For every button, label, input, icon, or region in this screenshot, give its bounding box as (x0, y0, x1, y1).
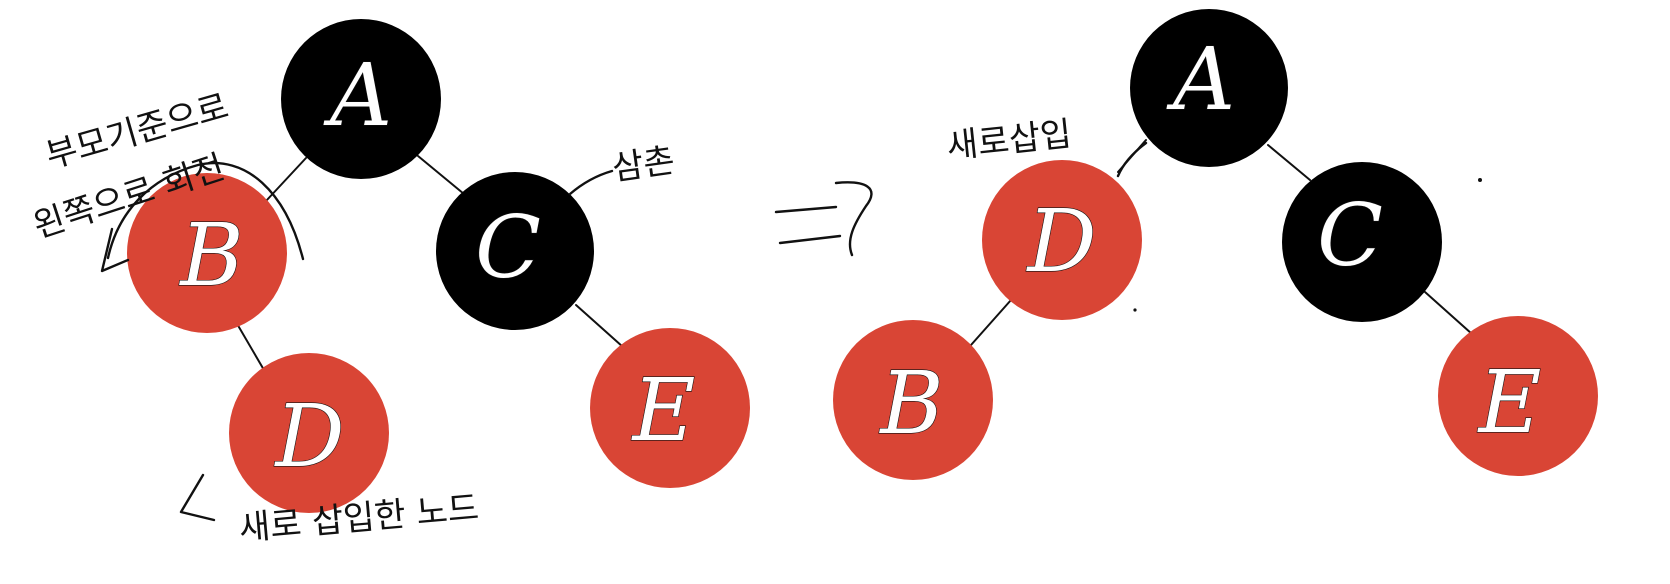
left-node-c-circle (436, 172, 594, 330)
left-node-a: A (281, 19, 441, 179)
left-node-c: C (436, 172, 594, 330)
left-edge-a-c (417, 155, 465, 195)
left-edge-c-e (575, 304, 624, 348)
right-tree-nodes: A D C B E (833, 9, 1598, 480)
right-node-e: E (1438, 316, 1598, 476)
right-node-d-circle (982, 160, 1142, 320)
left-node-e-label: E (631, 361, 696, 461)
right-node-b: B (833, 320, 993, 480)
left-node-d-label: D (274, 387, 345, 487)
right-node-c-label: C (1317, 186, 1383, 286)
right-edge-c-e (1424, 291, 1473, 335)
stray-dot-2 (1133, 308, 1137, 312)
right-edge-a-c (1267, 144, 1311, 181)
right-node-b-circle (833, 320, 993, 480)
left-node-c-label: C (475, 198, 541, 298)
uncle-note: 삼촌 (610, 141, 678, 189)
left-node-e: E (590, 328, 750, 488)
right-node-c: C (1282, 162, 1442, 322)
left-node-b-circle (127, 173, 287, 333)
left-node-e-circle (590, 328, 750, 488)
transform-arrow-shaft-bottom (778, 234, 842, 245)
new-insert-note: 새로삽입 (945, 114, 1074, 167)
left-node-a-label: A (323, 46, 392, 146)
right-node-b-label: B (878, 354, 943, 454)
transform-arrow-head (834, 181, 873, 257)
right-edge-d-b (970, 299, 1012, 346)
right-node-e-label: E (1477, 353, 1542, 453)
left-node-a-circle (281, 19, 441, 179)
left-node-d-circle (229, 353, 389, 513)
right-node-d-label: D (1026, 192, 1097, 292)
right-node-a-label: A (1166, 30, 1235, 130)
left-node-b-label: B (178, 206, 243, 306)
rotation-arc (106, 162, 305, 261)
left-node-d: D (229, 353, 389, 513)
stray-dot-1 (1478, 178, 1482, 182)
uncle-pointer (568, 169, 614, 196)
right-node-d: D (982, 160, 1142, 320)
right-node-a: A (1130, 9, 1288, 167)
right-node-e-circle (1438, 316, 1598, 476)
new-insert-pointer (1116, 141, 1148, 178)
right-node-c-circle (1282, 162, 1442, 322)
left-edge-b-d (235, 321, 265, 371)
rotation-arrow-head (100, 227, 130, 273)
left-node-b: B (127, 173, 287, 333)
new-node-arrow (179, 473, 216, 522)
left-tree-nodes: A B C D E (127, 19, 750, 513)
right-node-a-circle (1130, 9, 1288, 167)
transform-arrow-shaft-top (774, 205, 838, 214)
transform-arrow (774, 181, 873, 257)
